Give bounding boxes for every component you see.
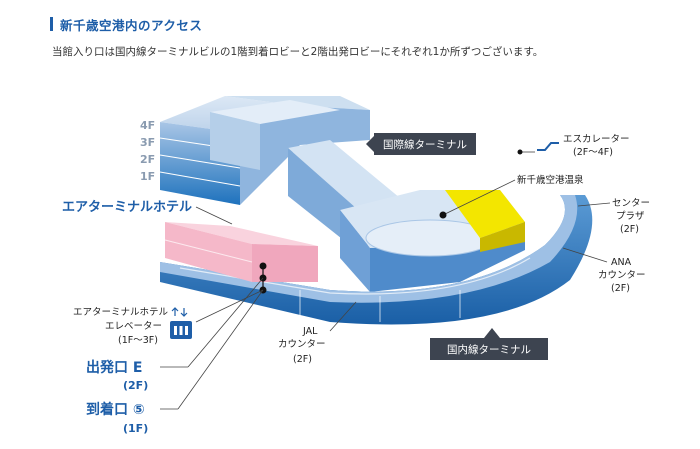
arrival-exit-callout: 到着口 ⑤ (1F) [86,289,264,435]
jal-counter-line1: JAL [302,326,318,337]
floor-label-2f: 2F [140,153,155,166]
elevator-icon [170,307,192,339]
jal-counter-floor: (2F) [293,354,312,365]
center-plaza-floor: (2F) [620,224,639,235]
arrival-exit-floor: (1F) [123,422,148,435]
heading-accent-bar [50,17,53,31]
domestic-terminal-building [340,190,525,292]
domestic-terminal-label: 国内線ターミナル [430,328,548,360]
international-terminal-label: 国際線ターミナル [366,133,476,155]
departure-exit-callout: 出発口 E (2F) [86,277,264,392]
international-terminal-building [159,96,370,205]
escalator-label: エスカレーター [563,134,630,145]
ana-counter-line2: カウンター [598,270,646,281]
elevator-floor: (1F～3F) [118,335,158,346]
elevator-callout: エアターミナルホテル エレベーター (1F～3F) [73,289,264,346]
escalator-icon [537,142,559,151]
departure-exit-label: 出発口 E [86,359,142,376]
floor-labels: 4F 3F 2F 1F [140,119,155,183]
jal-counter-line2: カウンター [278,339,326,350]
section-description: 当館入り口は国内線ターミナルビルの1階到着ロビーと2階出発ロビーにそれぞれ1か所… [52,46,544,58]
domestic-terminal-ring [160,195,593,325]
floor-label-1f: 1F [140,170,155,183]
hotel-label: エアターミナルホテル [62,200,192,215]
section-title: 新千歳空港内のアクセス [60,17,203,33]
floor-label-4f: 4F [140,119,155,132]
section-heading: 新千歳空港内のアクセス [50,16,203,33]
onsen-area [445,190,525,238]
hotel-callout: エアターミナルホテル [62,200,233,225]
jal-counter-callout: JAL カウンター (2F) [278,301,357,365]
center-plaza-callout: センター プラザ (2F) [577,198,650,235]
international-terminal-text: 国際線ターミナル [383,138,467,151]
arrival-exit-label: 到着口 ⑤ [86,401,145,418]
hotel-building [164,222,318,282]
elevator-line2: エレベーター [105,321,162,332]
center-plaza-line2: プラザ [616,211,645,222]
domestic-terminal-text: 国内線ターミナル [447,343,531,356]
onsen-callout: 新千歳空港温泉 [439,174,584,219]
escalator-callout: エスカレーター (2F～4F) [517,134,630,158]
ana-counter-callout: ANA カウンター (2F) [562,247,646,294]
departure-exit-floor: (2F) [123,379,148,392]
escalator-floors: (2F～4F) [573,147,613,158]
floor-label-3f: 3F [140,136,155,149]
ana-counter-floor: (2F) [611,283,630,294]
elevator-line1: エアターミナルホテル [73,307,169,318]
center-plaza-line1: センター [612,198,650,209]
elevator-marker-3f [259,262,267,270]
onsen-label: 新千歳空港温泉 [517,174,584,186]
ana-counter-line1: ANA [611,257,632,268]
